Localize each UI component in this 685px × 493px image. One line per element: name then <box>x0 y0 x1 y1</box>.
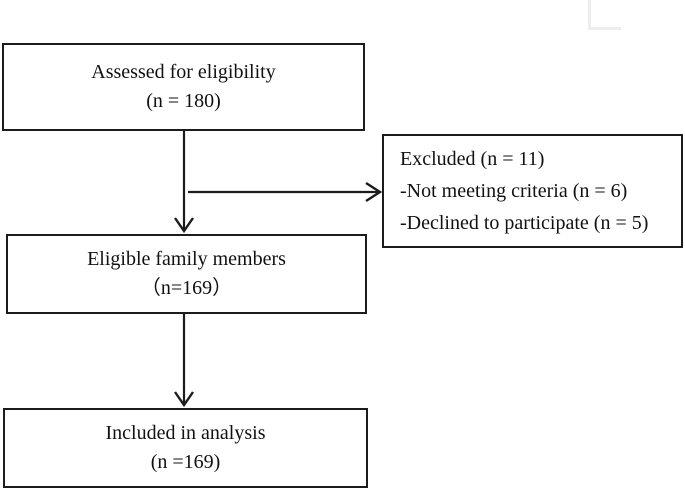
excluded-label: Excluded (n = 11) <box>400 148 545 170</box>
included-label: Included in analysis <box>105 422 266 444</box>
box-eligible-family-members: Eligible family members （n=169） <box>6 234 367 314</box>
included-count: (n =169) <box>150 451 221 473</box>
eligible-label: Eligible family members <box>87 248 286 270</box>
excluded-reason-declined: -Declined to participate (n = 5) <box>400 212 649 234</box>
box-excluded: Excluded (n = 11) -Not meeting criteria … <box>382 134 683 248</box>
assessed-count: (n = 180) <box>146 90 221 112</box>
assessed-label: Assessed for eligibility <box>91 61 276 83</box>
box-assessed-for-eligibility: Assessed for eligibility (n = 180) <box>2 43 365 131</box>
arrow-right-to-excluded-icon <box>188 181 383 203</box>
arrow-down-assessed-to-eligible-icon <box>174 131 194 234</box>
page-corner-artifact <box>588 0 621 30</box>
arrow-down-eligible-to-included-icon <box>174 314 194 408</box>
excluded-reason-not-meeting-criteria: -Not meeting criteria (n = 6) <box>400 180 628 202</box>
box-included-in-analysis: Included in analysis (n =169) <box>3 408 368 488</box>
eligible-count: （n=169） <box>140 277 233 299</box>
